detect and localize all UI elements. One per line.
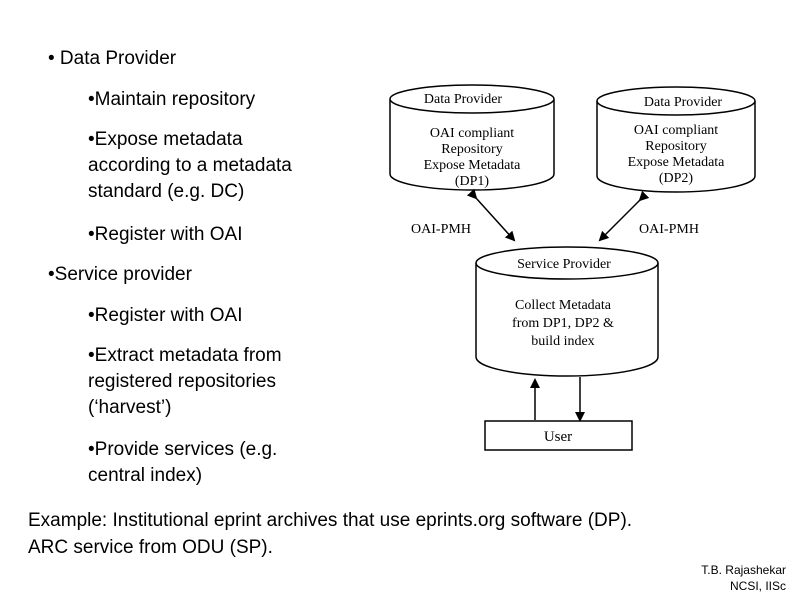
sp-title: Service Provider	[517, 257, 611, 272]
dp1-line-3: Expose Metadata	[424, 158, 522, 173]
example-line-1: Example: Institutional eprint archives t…	[28, 510, 633, 531]
author-org: NCSI, IISc	[729, 579, 786, 593]
dp2-line-2: Repository	[645, 139, 706, 154]
data-provider-heading: • Data Provider	[48, 48, 177, 69]
user-label: User	[544, 429, 572, 445]
author-name: T.B. Rajashekar	[701, 563, 786, 577]
dp-item-expose-2: according to a metadata	[88, 155, 292, 176]
dp-item-maintain: •Maintain repository	[88, 89, 256, 110]
dp1-title: Data Provider	[424, 92, 502, 107]
dp2-sp-arrow	[598, 190, 650, 242]
dp-item-expose-3: standard (e.g. DC)	[88, 181, 245, 202]
dp-item-register: •Register with OAI	[88, 224, 243, 245]
sp-item-extract-3: (‘harvest’)	[88, 397, 172, 418]
protocol-label-right: OAI-PMH	[639, 222, 699, 237]
data-provider-2-cylinder: Data Provider OAI compliant Repository E…	[596, 86, 756, 193]
sp-item-services-1: •Provide services (e.g.	[88, 439, 278, 460]
sp-item-extract-1: •Extract metadata from	[88, 345, 282, 366]
dp1-line-4: (DP1)	[455, 174, 490, 189]
protocol-label-left: OAI-PMH	[411, 222, 471, 237]
dp-item-expose-1: •Expose metadata	[88, 129, 243, 150]
service-provider-cylinder: Service Provider Collect Metadata from D…	[475, 246, 659, 377]
dp1-sp-arrow	[466, 188, 516, 242]
sp-line-1: Collect Metadata	[515, 298, 612, 313]
dp2-title: Data Provider	[644, 95, 722, 110]
user-box: User	[484, 420, 633, 451]
sp-line-3: build index	[531, 334, 594, 349]
dp2-line-3: Expose Metadata	[628, 155, 726, 170]
dp2-line-4: (DP2)	[659, 171, 694, 186]
sp-item-register: •Register with OAI	[88, 305, 243, 326]
sp-item-extract-2: registered repositories	[88, 371, 276, 392]
sp-item-services-2: central index)	[88, 465, 203, 486]
author-credit: T.B. Rajashekar NCSI, IISc	[701, 562, 786, 594]
dp1-line-2: Repository	[441, 142, 502, 157]
data-provider-1-cylinder: Data Provider OAI compliant Repository E…	[389, 84, 555, 191]
example-line-2: ARC service from ODU (SP).	[28, 537, 273, 558]
sp-line-2: from DP1, DP2 &	[512, 316, 614, 331]
dp1-line-1: OAI compliant	[430, 126, 514, 141]
service-provider-heading: •Service provider	[48, 264, 192, 285]
dp2-line-1: OAI compliant	[634, 123, 718, 138]
